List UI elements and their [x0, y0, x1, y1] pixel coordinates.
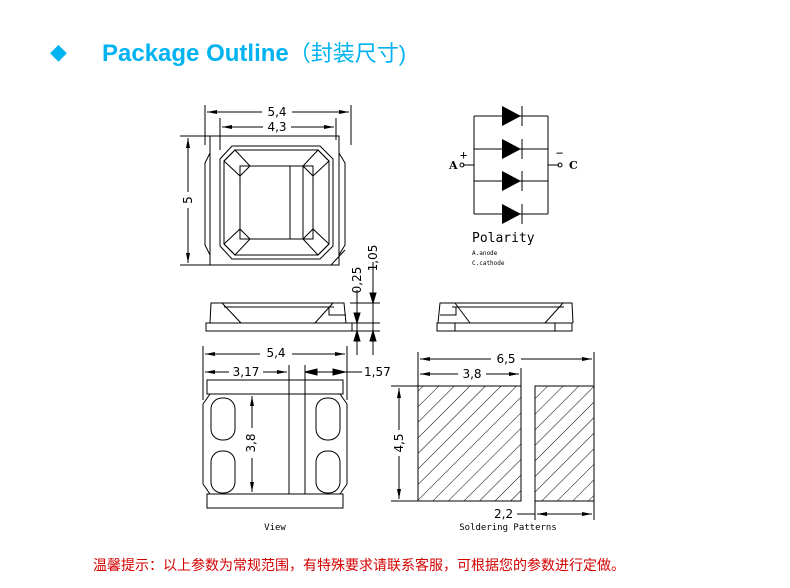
plus-sign: + — [460, 148, 467, 162]
dim-height: 5 — [181, 196, 195, 204]
bottom-view-labels: 5,4 3,17 1,57 3,8 View — [229, 346, 391, 533]
dim-solder-height: 4,5 — [392, 433, 406, 452]
dim-left-width: 3,8 — [462, 367, 481, 381]
bottom-view — [202, 346, 362, 509]
diodes — [502, 106, 523, 224]
cathode-label: C — [569, 159, 578, 172]
dim-width-inner: 4,3 — [267, 120, 286, 134]
soldering-patterns — [391, 352, 595, 520]
soldering-labels: 6,5 3,8 4,5 2,2 Soldering Patterns — [391, 352, 557, 533]
height-dims — [350, 262, 380, 355]
side-view-right — [436, 302, 574, 332]
dim-0-25: 0,25 — [350, 267, 364, 294]
diode-icon — [502, 139, 523, 159]
polarity-title: Polarity — [472, 231, 535, 246]
dim-pad-gap: 1,57 — [364, 365, 391, 379]
title-text: Package Outline（封装尺寸) — [102, 36, 406, 68]
dim-pad-width: 3,17 — [233, 365, 260, 379]
title-en: Package Outline — [102, 40, 289, 67]
diode-icon — [502, 171, 523, 191]
legend-cathode: C.cathode — [472, 260, 505, 267]
top-view-labels: 5,4 4,3 5 — [181, 105, 292, 208]
polarity-diagram — [459, 115, 563, 215]
diamond-icon: ◆ — [50, 39, 67, 64]
minus-sign: − — [556, 146, 563, 160]
dim-right-width: 2,2 — [494, 507, 513, 521]
bottom-view-caption: View — [264, 523, 286, 533]
dim-total-width: 6,5 — [496, 352, 515, 366]
section-title: ◆ Package Outline（封装尺寸) — [50, 32, 406, 72]
dim-bottom-width: 5,4 — [266, 346, 285, 360]
soldering-caption: Soldering Patterns — [459, 523, 557, 533]
solder-pad-right — [534, 385, 595, 502]
dim-width-outer: 5,4 — [267, 105, 286, 119]
footer-note: 温馨提示：以上参数为常规范围，有特殊要求请联系客服，可根据您的参数进行定做。 — [93, 558, 625, 574]
title-cn: （封装尺寸) — [288, 41, 407, 66]
legend-anode: A.anode — [472, 250, 498, 257]
side-view-left — [205, 302, 353, 332]
solder-pad-left — [417, 385, 522, 502]
dim-pad-height: 3,8 — [244, 433, 258, 452]
diode-icon — [502, 106, 523, 126]
diode-icon — [502, 204, 523, 224]
anode-label: A — [448, 159, 458, 172]
dim-1-05: 1,05 — [366, 245, 380, 272]
